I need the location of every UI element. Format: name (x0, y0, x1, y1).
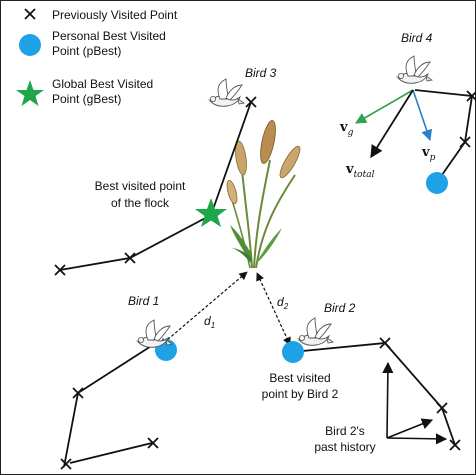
bird4-velocity-vectors: vg vp vtotal (339, 89, 436, 180)
gbest-star (195, 198, 227, 227)
d2-arrow (256, 272, 291, 346)
bird4-label: Bird 4 (401, 31, 433, 45)
d1-arrow (159, 271, 248, 347)
legend-gbest-star-icon (16, 80, 44, 106)
bird2-label: Bird 2 (324, 301, 356, 315)
bird2-history-label-1: Bird 2's (325, 424, 365, 438)
bird4-dove-icon (394, 55, 433, 84)
bird1-trajectory (60, 340, 160, 470)
bird2-pbest-point (282, 341, 304, 363)
bird3-dove-icon (206, 78, 245, 107)
bird3-label: Bird 3 (245, 66, 277, 80)
vtotal-arrow (370, 89, 414, 159)
flock-best-label-1: Best visited point (95, 179, 186, 193)
legend-pbest-label-1: Personal Best Visited (52, 29, 166, 43)
d2-label: d2 (277, 295, 289, 311)
distance-arrows: d1 d2 (159, 271, 291, 347)
wheat-icon (226, 120, 301, 269)
legend-previous-label: Previously Visited Point (52, 8, 178, 22)
bird2-best-label-2: point by Bird 2 (262, 387, 339, 401)
vp-arrow (412, 89, 433, 142)
vtotal-label: vtotal (345, 162, 375, 180)
bird2-best-label-1: Best visited (269, 371, 330, 385)
bird2-history-label-2: past history (314, 440, 375, 454)
bird4-trajectory (414, 89, 476, 183)
d1-label: d1 (204, 314, 215, 330)
bird1-label: Bird 1 (128, 294, 159, 308)
vg-arrow (355, 89, 414, 124)
flock-best-label-2: of the flock (111, 196, 170, 210)
legend-x-icon (24, 8, 36, 20)
bird1-dove-icon (134, 319, 173, 348)
bird2-history-arrows (382, 361, 448, 445)
legend: Previously Visited Point Personal Best V… (16, 8, 178, 106)
bird3-trajectory (54, 96, 257, 276)
legend-gbest-label-2: Point (gBest) (52, 92, 121, 106)
bird4-pbest-point (426, 172, 448, 194)
legend-pbest-icon (19, 34, 41, 56)
bird2-trajectory (291, 337, 461, 451)
bird2-dove-icon (295, 317, 334, 346)
legend-pbest-label-2: Point (pBest) (52, 44, 121, 58)
legend-gbest-label-1: Global Best Visited (52, 77, 153, 91)
vg-label: vg (339, 120, 354, 138)
vp-label: vp (421, 145, 436, 163)
